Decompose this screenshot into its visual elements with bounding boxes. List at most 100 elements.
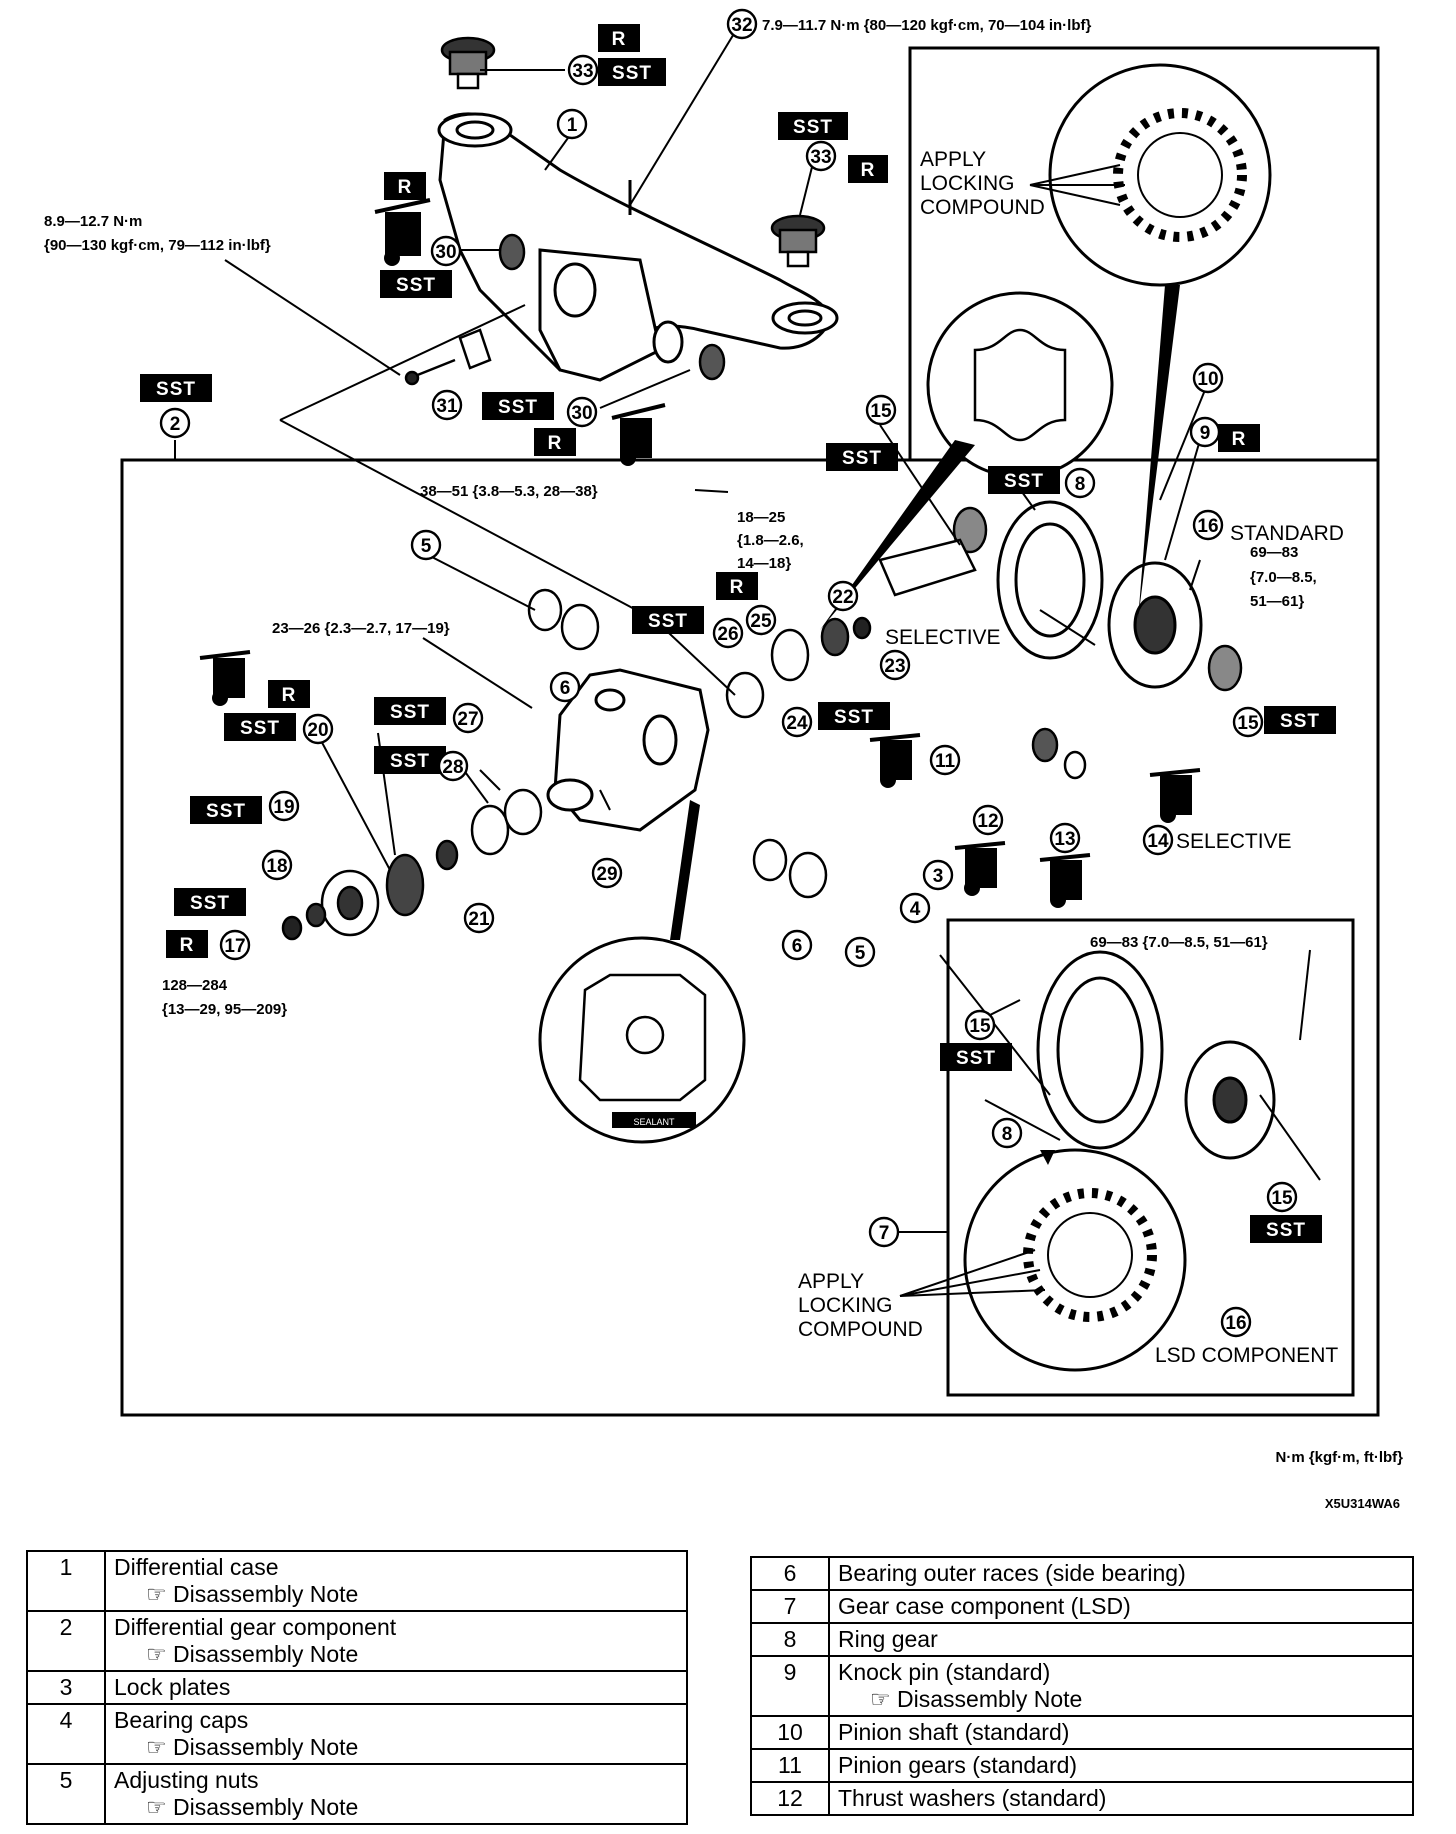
svg-text:R: R [730,577,745,598]
callout-29: 29 [591,857,623,889]
svg-text:15: 15 [1237,713,1259,734]
svg-text:29: 29 [596,864,617,885]
legend-number: 9 [750,1655,830,1717]
callout-20: 20 [302,713,334,745]
svg-text:1: 1 [567,115,578,136]
differential-case-drawing [437,112,839,382]
detail-circle-spacer [926,291,1114,479]
sst-tag: SST [380,270,452,298]
legend-description: Adjusting nutsDisassembly Note [104,1763,688,1825]
svg-text:21: 21 [468,909,490,930]
callout-16: 16 [1192,509,1224,541]
disassembly-note-link[interactable]: Disassembly Note [838,1686,1404,1713]
legend-part-name: Bearing outer races (side bearing) [838,1560,1186,1586]
svg-text:SST: SST [834,707,874,728]
legend-description: Bearing outer races (side bearing) [828,1556,1414,1591]
svg-text:27: 27 [457,709,478,730]
lsd-subframe [946,918,1355,1397]
svg-text:SST: SST [648,611,688,632]
sst-tag: R [716,572,758,600]
legend-description: Bearing capsDisassembly Note [104,1703,688,1765]
legend-description: Ring gear [828,1622,1414,1657]
disassembly-note-link[interactable]: Disassembly Note [114,1581,678,1608]
callout-10: 10 [1192,362,1224,394]
legend-number: 1 [26,1550,106,1612]
svg-text:18: 18 [266,856,287,877]
legend-part-name: Adjusting nuts [114,1767,259,1793]
callout-23: 23 [879,649,911,681]
callout-15: 15 [964,1009,996,1041]
svg-text:SST: SST [190,893,230,914]
oil-seal-drawing [498,233,726,381]
svg-text:23: 23 [884,656,905,677]
svg-text:22: 22 [832,587,853,608]
detail-pointer [1138,285,1180,620]
svg-text:33: 33 [572,61,593,82]
svg-text:15: 15 [870,401,892,422]
svg-text:31: 31 [436,396,458,417]
svg-text:30: 30 [435,242,456,263]
units-note: N·m {kgf·m, ft·lbf} [1276,1449,1404,1466]
disassembly-note-link[interactable]: Disassembly Note [114,1734,678,1761]
callout-31: 31 [431,389,463,421]
svg-text:5: 5 [855,943,866,964]
legend-number: 5 [26,1763,106,1825]
detail-pointer [1040,1150,1055,1165]
callout-6: 6 [549,671,581,703]
torque-spec-lock-plate: {1.8—2.6, [737,532,804,549]
legend-description: Pinion gears (standard) [828,1748,1414,1783]
svg-text:25: 25 [750,611,772,632]
detail-circle-locking-lsd [963,1148,1187,1372]
svg-text:R: R [548,433,563,454]
torque-spec-31: 8.9—12.7 N·m [44,213,142,230]
callout-18: 18 [261,849,293,881]
svg-text:SST: SST [390,702,430,723]
svg-text:3: 3 [933,866,944,887]
sst-tag: R [1218,424,1260,452]
svg-text:SST: SST [956,1048,996,1069]
torque-spec-lock-plate: 18—25 [737,509,785,526]
ring-gear-drawing [996,500,1276,1160]
torque-spec-17: {13—29, 95—209} [162,1001,287,1018]
svg-text:R: R [612,29,627,50]
detail-pointer [670,800,700,940]
callout-30: 30 [566,396,598,428]
svg-text:13: 13 [1054,829,1075,850]
callout-25: 25 [745,604,777,636]
callout-17: 17 [219,929,251,961]
sst-tag: R [166,930,208,958]
sst-tag: SST [224,713,296,741]
callout-13: 13 [1049,822,1081,854]
svg-text:10: 10 [1197,369,1218,390]
sst-tag: SST [374,746,446,774]
apply-locking-label: COMPOUND [920,196,1045,219]
sst-tag: SST [174,888,246,916]
disassembly-note-link[interactable]: Disassembly Note [114,1794,678,1821]
callout-15: 15 [1232,706,1264,738]
legend-part-name: Bearing caps [114,1707,249,1733]
sst-tag: SST [374,697,446,725]
legend-number: 8 [750,1622,830,1657]
callout-7: 7 [868,1216,900,1248]
torque-spec-32: 7.9—11.7 N·m {80—120 kgf·cm, 70—104 in·l… [762,17,1091,34]
sst-tag: SST [1250,1215,1322,1243]
callout-33: 33 [567,54,599,86]
torque-spec-lsd: 69—83 {7.0—8.5, 51—61} [1090,934,1268,951]
svg-text:R: R [398,177,413,198]
callout-1: 1 [556,108,588,140]
svg-text:SST: SST [1266,1220,1306,1241]
sst-tag: SST [482,392,554,420]
callout-19: 19 [268,790,300,822]
disassembly-note-link[interactable]: Disassembly Note [114,1641,678,1668]
callout-8: 8 [1064,467,1096,499]
torque-spec-lock-plate: 14—18} [737,555,791,572]
sst-tag: R [534,428,576,456]
standard-label: STANDARD [1230,522,1344,545]
svg-text:11: 11 [935,751,956,772]
